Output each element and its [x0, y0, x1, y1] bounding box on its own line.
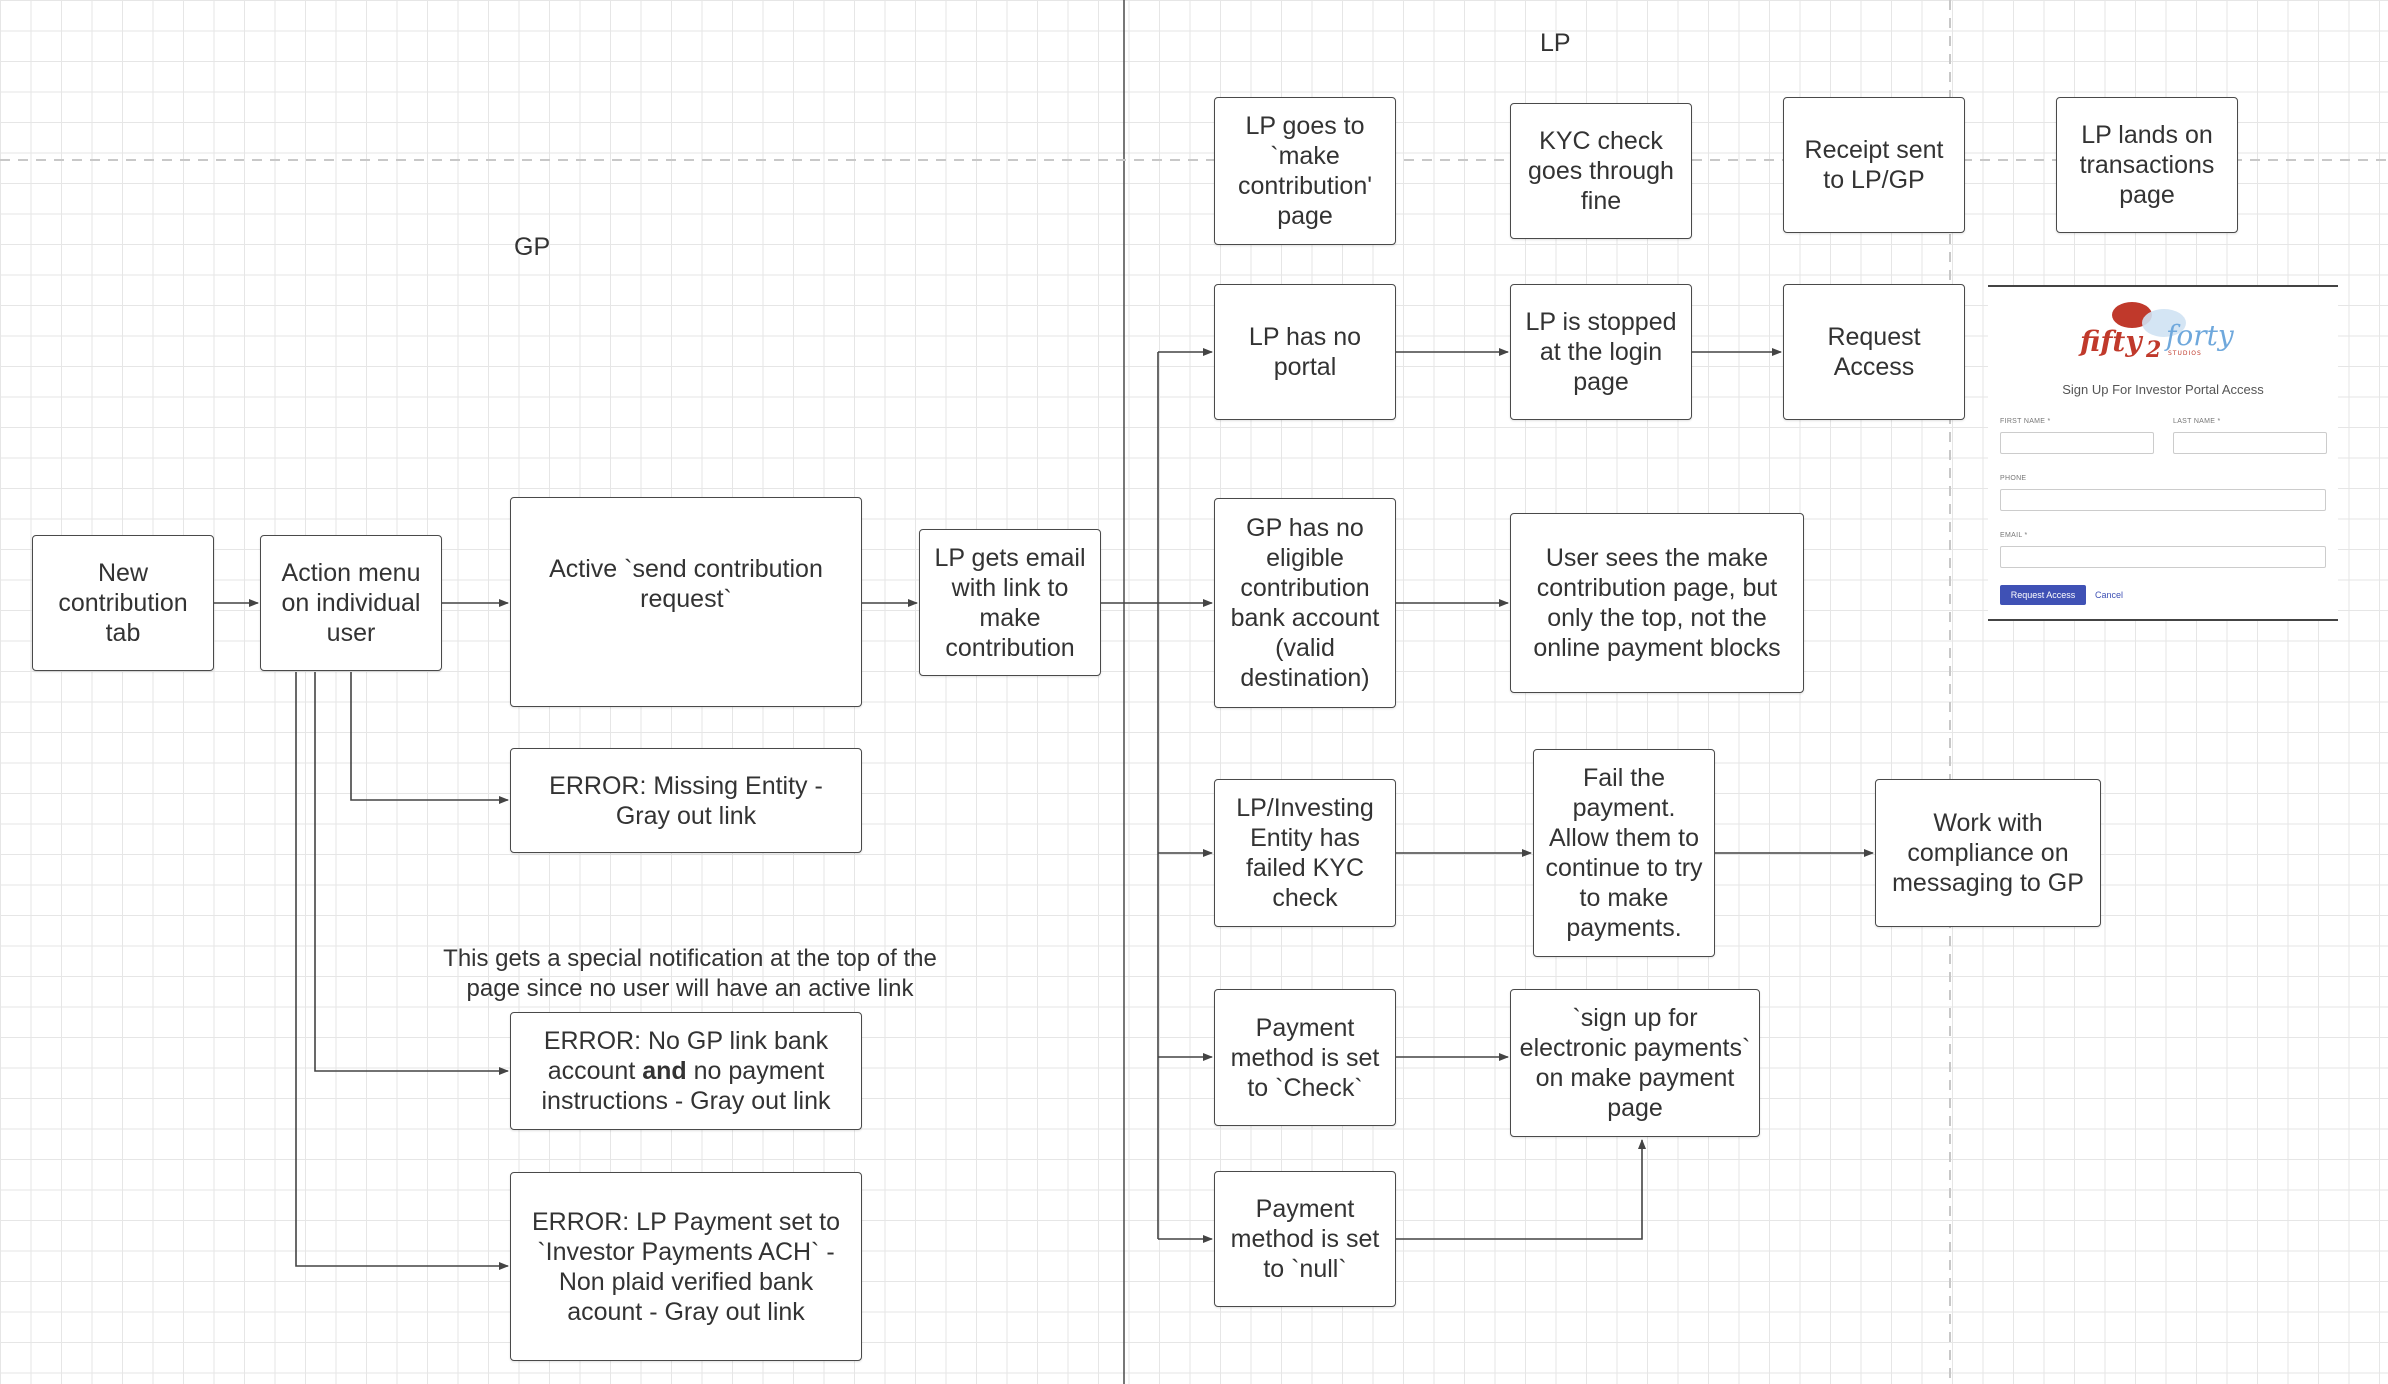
email-label: EMAIL * [2000, 532, 2028, 539]
node-lp-lands-transactions[interactable]: LP lands on transactions page [2056, 97, 2238, 233]
node-kyc-check-fine[interactable]: KYC check goes through fine [1510, 103, 1692, 239]
fifty2forty-logo: fifty 2 forty STUDIOS [2078, 302, 2235, 363]
svg-text:forty: forty [2164, 319, 2235, 352]
node-fail-payment[interactable]: Fail the payment. Allow them to continue… [1533, 749, 1715, 957]
phone-label: PHONE [2000, 475, 2027, 482]
node-work-with-compliance[interactable]: Work with compliance on messaging to GP [1875, 779, 2101, 927]
svg-text:STUDIOS: STUDIOS [2168, 350, 2202, 357]
signup-heading: Sign Up For Investor Portal Access [2062, 382, 2264, 397]
node-lp-stopped-login[interactable]: LP is stopped at the login page [1510, 284, 1692, 420]
node-lp-no-portal[interactable]: LP has no portal [1214, 284, 1396, 420]
first-name-label: FIRST NAME * [2000, 418, 2051, 425]
node-error-no-gp-link[interactable]: ERROR: No GP link bank account and no pa… [510, 1012, 862, 1130]
node-active-send-request[interactable]: Active `send contribution request` [510, 497, 862, 707]
node-receipt-sent[interactable]: Receipt sent to LP/GP [1783, 97, 1965, 233]
email-field [2000, 546, 2326, 568]
signup-screenshot: fifty 2 forty STUDIOS Sign Up For Invest… [1988, 285, 2338, 621]
edge-action-to-no-gp-link [314, 672, 509, 1075]
node-gp-no-eligible-account[interactable]: GP has no eligible contribution bank acc… [1214, 498, 1396, 708]
edge-null-to-signup [1396, 1139, 1646, 1240]
node-sign-up-electronic[interactable]: `sign up for electronic payments` on mak… [1510, 989, 1760, 1137]
edge-action-to-missing-entity [350, 672, 509, 804]
node-request-access[interactable]: Request Access [1783, 284, 1965, 420]
lane-label-gp: GP [514, 233, 551, 261]
lane-label-lp: LP [1540, 29, 1571, 57]
node-lp-failed-kyc[interactable]: LP/Investing Entity has failed KYC check [1214, 779, 1396, 927]
last-name-field [2173, 432, 2327, 454]
node-error-missing-entity[interactable]: ERROR: Missing Entity - Gray out link [510, 748, 862, 853]
edge-action-to-lp-ach [295, 672, 509, 1270]
note-special-notification: This gets a special notification at the … [443, 945, 937, 1002]
node-lp-gets-email[interactable]: LP gets email with link to make contribu… [919, 529, 1101, 676]
cancel-link: Cancel [2095, 590, 2124, 600]
request-access-button: Request Access [2000, 585, 2086, 605]
svg-text:fifty: fifty [2078, 325, 2143, 358]
svg-text:2: 2 [2145, 337, 2161, 363]
first-name-field [2000, 432, 2154, 454]
phone-field [2000, 489, 2326, 511]
node-new-contribution-tab[interactable]: New contribution tab [32, 535, 214, 671]
node-error-lp-payment-ach[interactable]: ERROR: LP Payment set to `Investor Payme… [510, 1172, 862, 1361]
node-user-sees-top[interactable]: User sees the make contribution page, bu… [1510, 513, 1804, 693]
node-lp-goes-to-page[interactable]: LP goes to `make contribution' page [1214, 97, 1396, 245]
node-action-menu[interactable]: Action menu on individual user [260, 535, 442, 671]
node-payment-check[interactable]: Payment method is set to `Check` [1214, 989, 1396, 1126]
node-payment-null[interactable]: Payment method is set to `null` [1214, 1171, 1396, 1307]
last-name-label: LAST NAME * [2173, 418, 2221, 425]
